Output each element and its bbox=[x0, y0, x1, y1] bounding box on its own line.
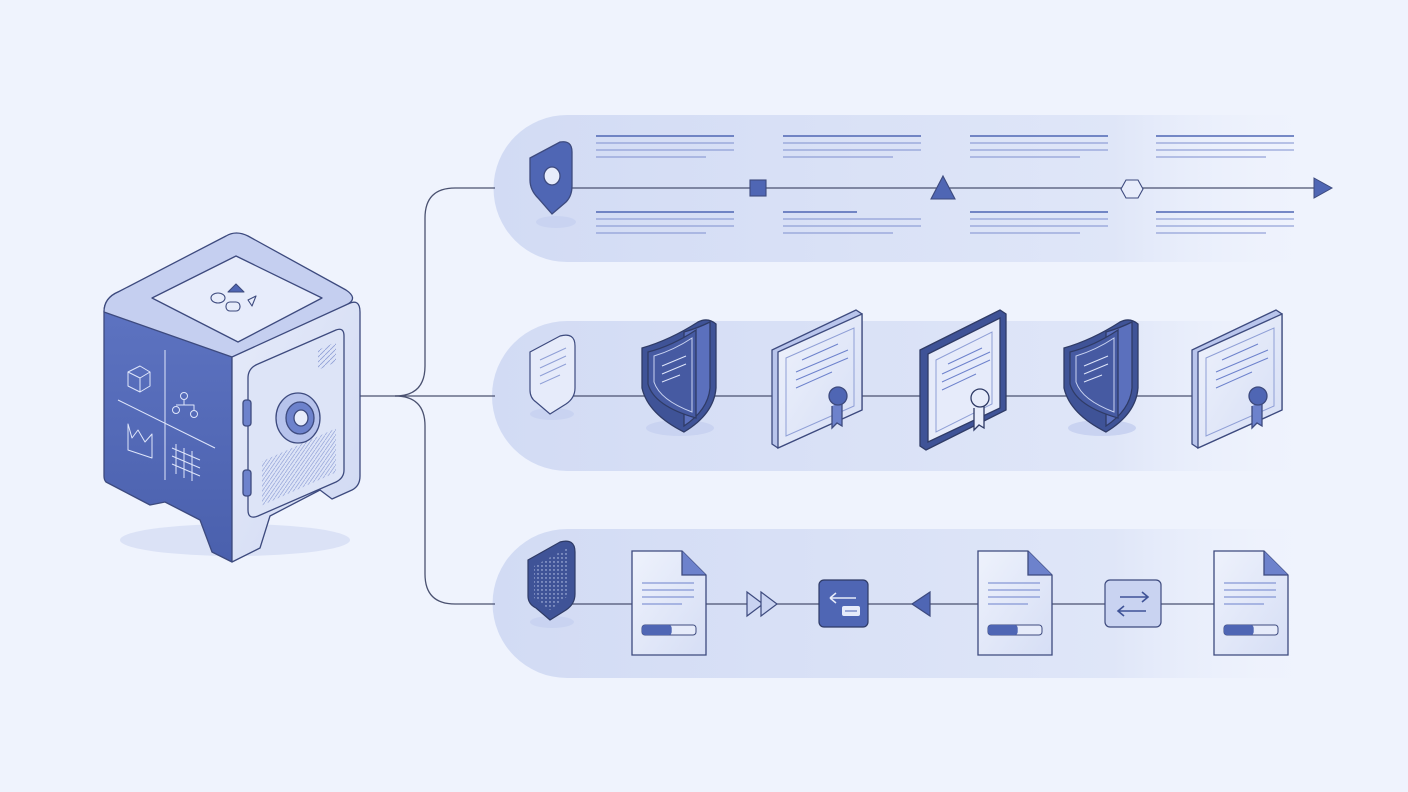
document-icon bbox=[1213, 550, 1289, 656]
return-message-icon bbox=[818, 579, 869, 628]
vault-hinge-bottom bbox=[242, 469, 252, 497]
text-line-block bbox=[783, 135, 921, 158]
milestone-hexagon-icon bbox=[1120, 179, 1144, 199]
square-icon bbox=[225, 301, 241, 312]
document-icon bbox=[631, 550, 707, 656]
text-line-block bbox=[970, 135, 1108, 158]
vault-door-grid bbox=[262, 428, 336, 506]
document-progress-fill bbox=[1224, 625, 1254, 635]
area-chart-icon bbox=[127, 423, 153, 459]
cube-icon bbox=[127, 365, 151, 393]
vault-dial-icon bbox=[275, 392, 321, 444]
vault-hinge-top bbox=[242, 399, 252, 427]
vault-top-symbols bbox=[210, 283, 257, 312]
text-line-block bbox=[596, 135, 734, 158]
safe-vault-icon bbox=[103, 232, 361, 563]
location-pin-icon bbox=[529, 141, 576, 228]
text-line-block bbox=[970, 211, 1108, 234]
document-icon bbox=[977, 550, 1053, 656]
document-badge-icon bbox=[529, 334, 576, 420]
connector-to-documents bbox=[394, 395, 495, 605]
track-documents bbox=[527, 540, 1289, 656]
milestone-square-icon bbox=[749, 179, 767, 197]
fast-forward-icon bbox=[746, 590, 778, 618]
vault-side-icons bbox=[117, 350, 216, 481]
certificate-icon bbox=[771, 309, 863, 450]
encrypted-badge-icon bbox=[527, 540, 576, 628]
document-progress-fill bbox=[988, 625, 1018, 635]
text-line-block bbox=[596, 211, 734, 234]
track-timeline bbox=[529, 135, 1334, 234]
play-back-icon bbox=[910, 590, 931, 618]
timeline-text-blocks bbox=[596, 135, 1294, 234]
triangle-icon bbox=[227, 283, 245, 293]
grid-icon bbox=[171, 444, 201, 481]
connector-to-timeline bbox=[394, 187, 495, 397]
vault-lid-panel bbox=[151, 255, 323, 343]
certificate-icon bbox=[919, 309, 1007, 451]
shield-icon bbox=[641, 319, 717, 436]
text-line-block bbox=[1156, 135, 1294, 158]
connector-lines bbox=[360, 187, 495, 605]
shield-icon bbox=[1063, 319, 1139, 436]
circle-icon bbox=[210, 292, 226, 304]
swap-icon bbox=[1104, 579, 1162, 628]
text-line-block bbox=[783, 211, 921, 234]
certificate-icon bbox=[1191, 309, 1283, 450]
document-progress-fill bbox=[642, 625, 672, 635]
track-credentials bbox=[529, 309, 1283, 451]
milestone-triangle-icon bbox=[930, 174, 956, 200]
flowchart-icon bbox=[172, 392, 198, 418]
timeline-end-arrow bbox=[1313, 177, 1334, 199]
text-line-block bbox=[1156, 211, 1294, 234]
